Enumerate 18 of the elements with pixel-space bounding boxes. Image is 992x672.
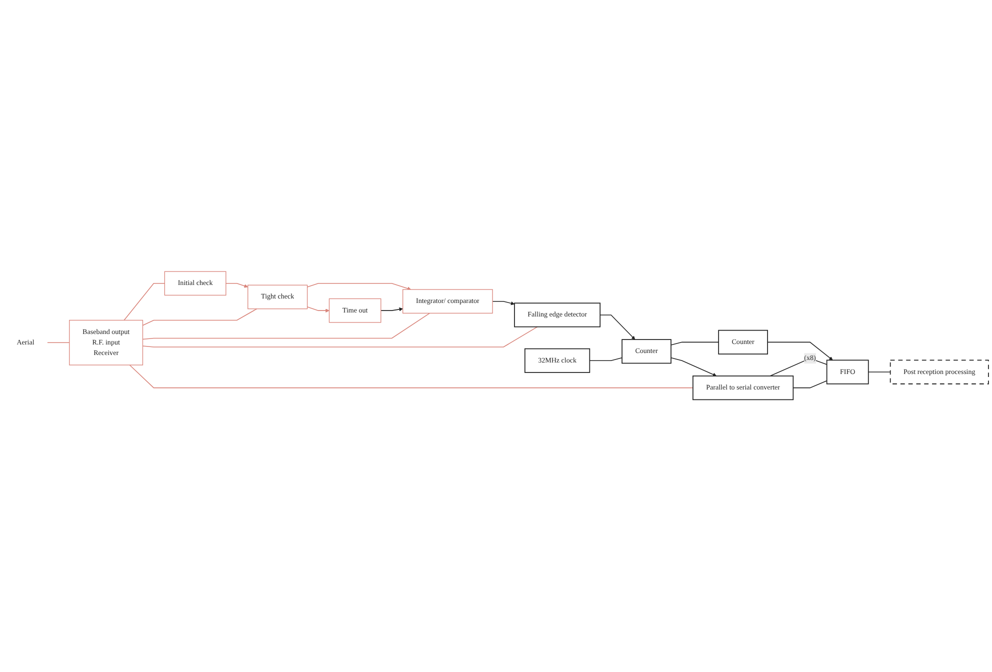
connector-line [589,358,622,362]
connector-line [792,380,828,389]
arrow [226,283,248,288]
connector-line [124,283,166,322]
connector-line [868,372,891,373]
connector-line [142,308,258,326]
connector-line [129,365,694,389]
connector-line [670,342,719,346]
arrow [380,308,403,312]
connector-line [142,313,430,340]
arrow [767,342,833,361]
arrow [600,314,636,340]
arrow [670,358,717,377]
connector-line [142,326,538,348]
arrow [306,283,412,291]
arrow [492,301,515,306]
connector-line [47,342,70,344]
arrow [306,306,330,313]
